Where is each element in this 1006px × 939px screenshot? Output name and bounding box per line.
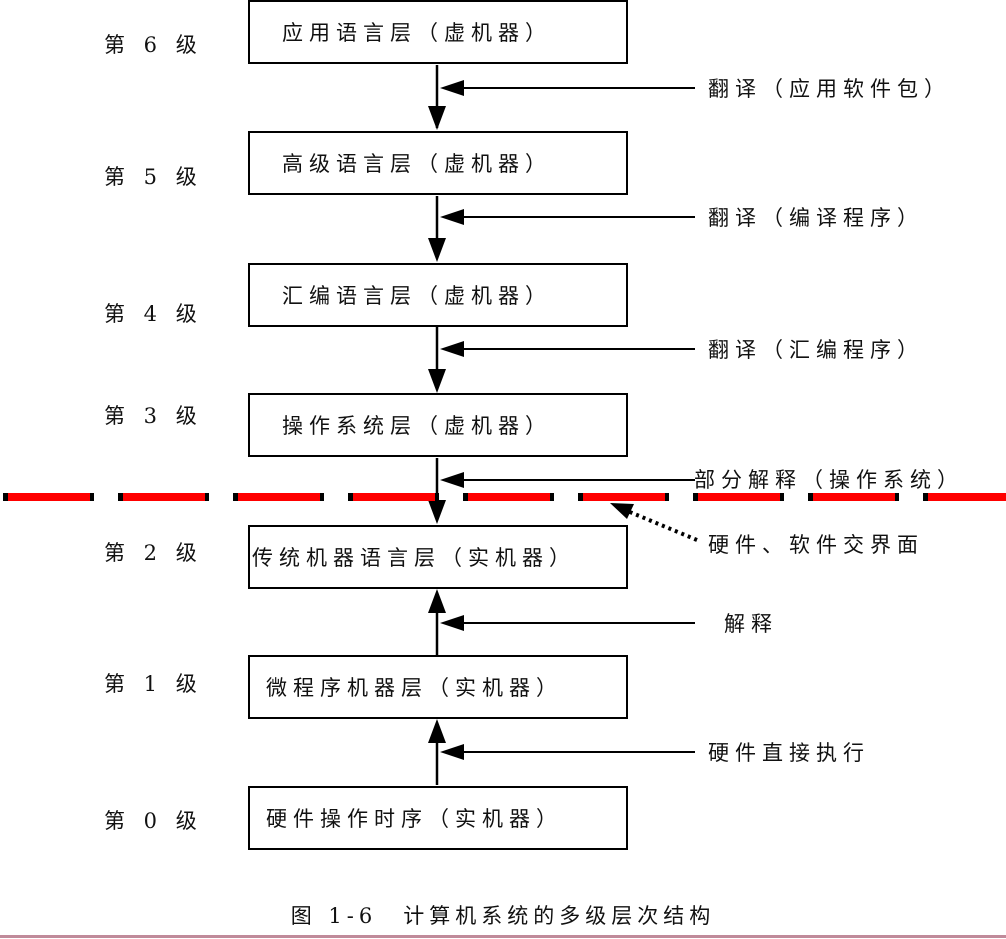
box-label: 应用语言层（虚机器） bbox=[282, 21, 552, 45]
figure-caption: 图 1-6 计算机系统的多级层次结构 bbox=[290, 904, 716, 928]
box-label: 微程序机器层（实机器） bbox=[266, 676, 563, 700]
arrowhead bbox=[428, 369, 446, 393]
level-3-label: 第 3 级 bbox=[104, 404, 203, 428]
level-3-box: 操作系统层（虚机器） bbox=[248, 393, 628, 457]
transition-label: 翻译（编译程序） bbox=[708, 206, 924, 230]
box-label: 传统机器语言层（实机器） bbox=[252, 546, 576, 570]
level-6-box: 应用语言层（虚机器） bbox=[248, 0, 628, 64]
level-2-box: 传统机器语言层（实机器） bbox=[248, 525, 628, 589]
boundary-label: 硬件、软件交界面 bbox=[708, 533, 924, 557]
level-0-label: 第 0 级 bbox=[104, 809, 203, 833]
level-1-label: 第 1 级 bbox=[104, 672, 203, 696]
vertical-arrows bbox=[428, 65, 446, 785]
box-label: 操作系统层（虚机器） bbox=[282, 414, 552, 438]
transition-label: 部分解释（操作系统） bbox=[694, 468, 964, 492]
box-label: 高级语言层（虚机器） bbox=[282, 152, 552, 176]
level-6-label: 第 6 级 bbox=[104, 33, 203, 57]
box-label: 硬件操作时序（实机器） bbox=[266, 807, 563, 831]
side-arrows bbox=[440, 80, 695, 760]
level-1-box: 微程序机器层（实机器） bbox=[248, 655, 628, 719]
level-4-label: 第 4 级 bbox=[104, 302, 203, 326]
transition-label: 解释 bbox=[724, 612, 778, 636]
arrowhead bbox=[428, 106, 446, 130]
transition-label: 硬件直接执行 bbox=[708, 741, 870, 765]
level-5-label: 第 5 级 bbox=[104, 165, 203, 189]
level-2-label: 第 2 级 bbox=[104, 541, 203, 565]
level-4-box: 汇编语言层（虚机器） bbox=[248, 263, 628, 327]
bottom-rule bbox=[0, 935, 1006, 938]
level-5-box: 高级语言层（虚机器） bbox=[248, 131, 628, 195]
arrowhead bbox=[428, 719, 446, 743]
transition-label: 翻译（汇编程序） bbox=[708, 338, 924, 362]
arrowhead bbox=[428, 238, 446, 262]
box-label: 汇编语言层（虚机器） bbox=[282, 284, 552, 308]
transition-label: 翻译（应用软件包） bbox=[708, 77, 951, 101]
arrowhead bbox=[428, 589, 446, 613]
arrowhead bbox=[428, 500, 446, 524]
boundary-pointer bbox=[610, 503, 698, 542]
level-0-box: 硬件操作时序（实机器） bbox=[248, 786, 628, 850]
